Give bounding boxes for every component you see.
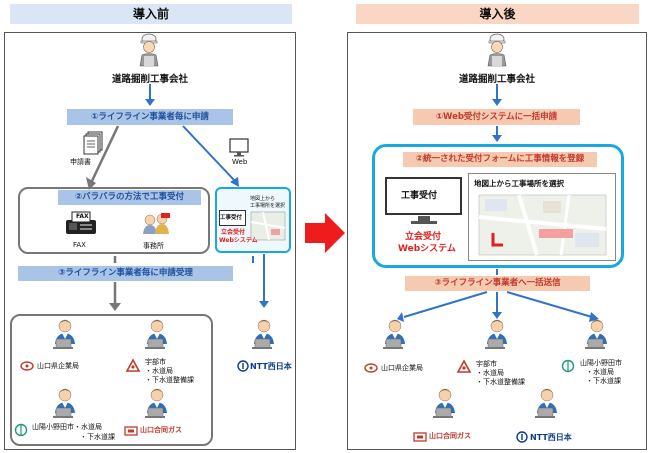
- after-map-image: [478, 194, 607, 256]
- before-org-ube-2: ・水道局: [145, 367, 173, 375]
- after-company-name: 道路掘削工事会社: [458, 74, 535, 85]
- before-pc-screen: [219, 210, 246, 226]
- transition-arrow-icon: [305, 213, 345, 253]
- ntt-logo-icon: [237, 360, 249, 372]
- after-org-ntt: NTT西日本: [530, 433, 572, 442]
- gas-company-logo-icon: [413, 432, 427, 442]
- after-title: 導入後: [356, 4, 639, 24]
- before-org-ube-1: 宇部市: [145, 358, 166, 366]
- after-org-sanyo-1: 山陽小野田市: [580, 359, 622, 367]
- yamaguchi-kigyo-logo-icon: [364, 363, 378, 373]
- person-at-pc-icon: [382, 319, 406, 350]
- before-step1-bar: ①ライフライン事業者毎に申請: [67, 109, 233, 125]
- before-map-thumbnail: [250, 211, 286, 241]
- before-org-ube-3: ・下水道整備課: [145, 376, 194, 384]
- ntt-logo-icon: [516, 431, 528, 443]
- after-org-gas: 山口合同ガス: [429, 432, 471, 440]
- before-step2-bar: ②バラバラの方法で工事受付: [58, 190, 201, 205]
- sanyo-onoda-logo-icon: [561, 359, 575, 373]
- before-org-ntt: NTT西日本: [250, 362, 292, 371]
- before-org-gas: 山口合同ガス: [140, 426, 182, 434]
- before-pc-title: 工事受付: [220, 215, 243, 221]
- after-system-label-2: Webシステム: [398, 244, 456, 254]
- before-map-note-1: 地図上から: [250, 196, 276, 202]
- after-org-sanyo-2: ・水道局: [586, 368, 614, 376]
- yamaguchi-kigyo-logo-icon: [20, 361, 34, 371]
- gas-company-logo-icon: [124, 426, 138, 436]
- after-map-note: 地図上から工事場所を選択: [474, 179, 564, 188]
- before-system-label-2: Webシステム: [219, 237, 258, 244]
- person-at-pc-icon: [534, 388, 558, 419]
- after-system-label-1: 立会受付: [405, 232, 442, 242]
- after-org-sanyo-3: ・下水道課: [586, 377, 621, 385]
- after-step2-bar: ②統一された受付フォームに工事情報を登録: [403, 152, 597, 167]
- application-form-label: 申請書: [70, 158, 91, 166]
- person-at-pc-icon: [584, 319, 608, 350]
- after-pc-monitor: [385, 177, 462, 215]
- after-org-yamaguchi-kigyo: 山口県企業局: [381, 364, 423, 372]
- before-title: 導入前: [10, 4, 292, 24]
- before-company-name: 道路掘削工事会社: [111, 74, 188, 85]
- after-org-ube-3: ・下水道整備課: [476, 378, 525, 386]
- sanyo-onoda-logo-icon: [14, 423, 28, 437]
- after-pc-base: [411, 221, 437, 224]
- before-step3-bar: ③ライフライン事業者毎に申請受理: [18, 266, 233, 281]
- fax-machine-text: FAX: [76, 213, 89, 220]
- after-step1-bar: ①Web受付システムに一括申請: [413, 109, 580, 125]
- office-icon: [143, 213, 170, 234]
- office-label: 事務所: [143, 242, 164, 250]
- before-org-sanyo-2: ・下水道課: [80, 433, 115, 441]
- before-org-sanyo-1: 山陽小野田市・水道局: [32, 423, 102, 431]
- fax-machine-icon: [66, 211, 96, 234]
- person-at-pc-icon: [484, 319, 508, 350]
- before-orgs-box: [10, 314, 213, 446]
- after-org-ube-2: ・水道局: [476, 369, 504, 377]
- person-at-pc-icon: [432, 388, 456, 419]
- web-label: Web: [232, 158, 248, 166]
- application-form-icon: [83, 131, 103, 155]
- before-map-note-2: 工事場所を選択: [250, 203, 286, 209]
- after-step3-bar: ③ライフライン事業者へ一括送信: [405, 276, 590, 291]
- before-org-yamaguchi-kigyo: 山口県企業局: [37, 362, 79, 370]
- after-pc-title: 工事受付: [401, 191, 438, 201]
- after-pc-stand: [418, 216, 430, 221]
- after-org-ube-1: 宇部市: [476, 360, 497, 368]
- ube-city-logo-icon: [456, 359, 472, 373]
- ube-city-logo-icon: [125, 358, 141, 372]
- fax-label: FAX: [73, 241, 86, 249]
- before-reception-box: [18, 187, 210, 254]
- before-system-label-1: 立会受付: [221, 229, 246, 236]
